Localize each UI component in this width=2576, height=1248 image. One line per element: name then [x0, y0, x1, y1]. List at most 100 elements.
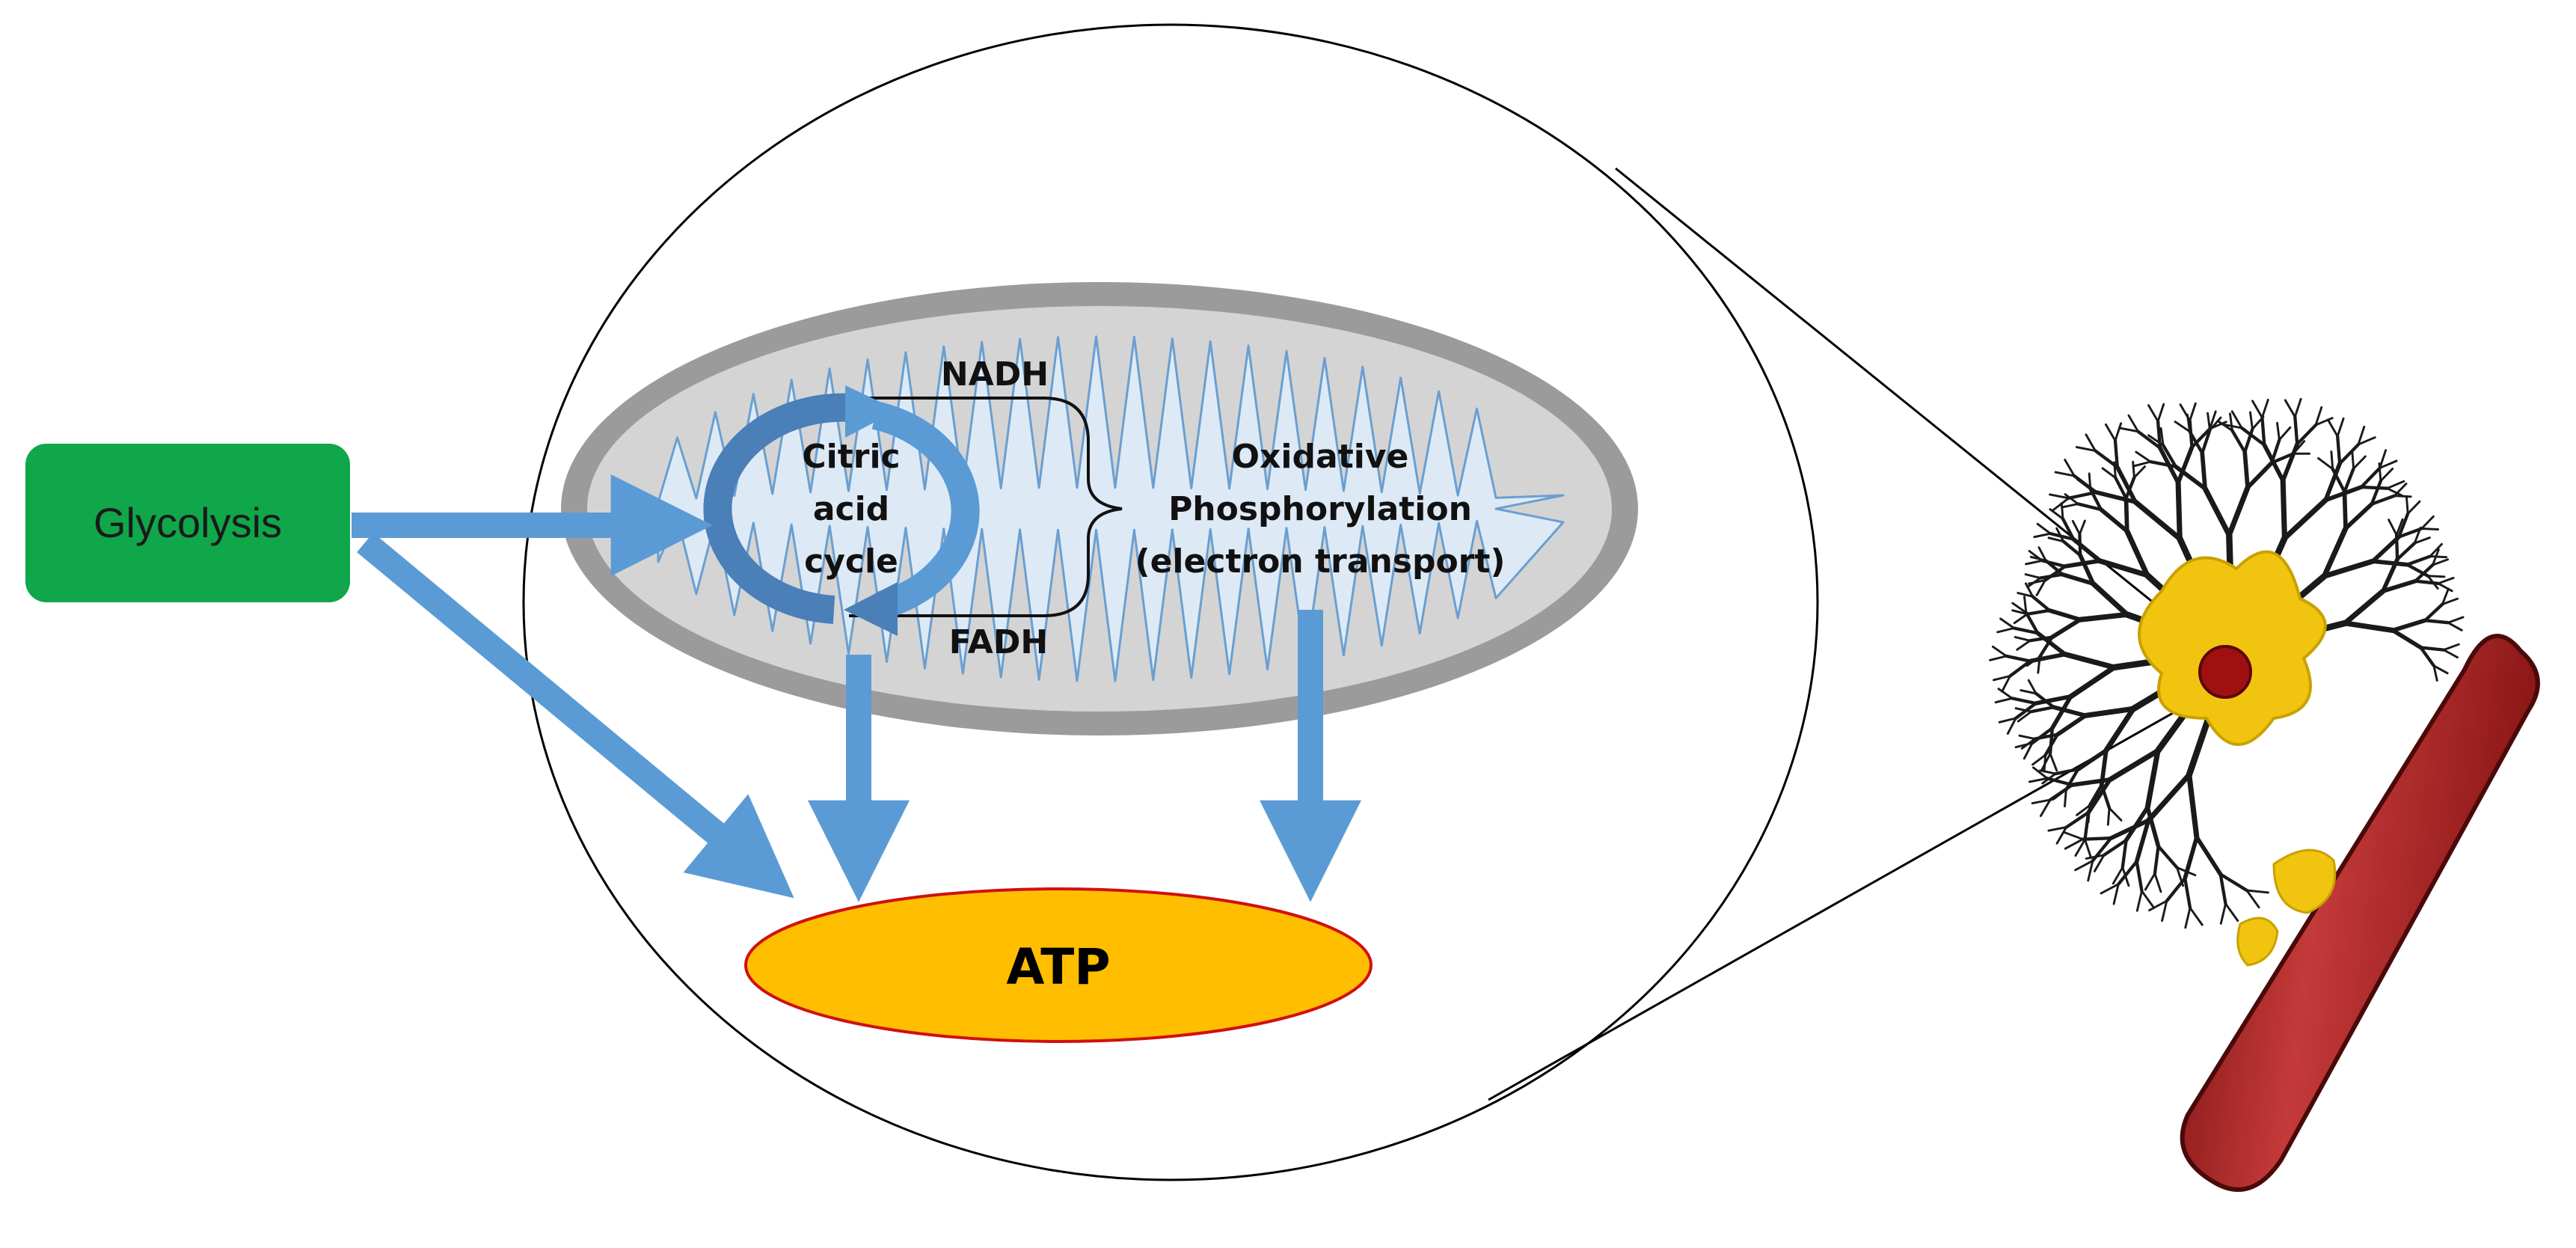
- astrocyte-process-segment: [2276, 421, 2281, 441]
- astrocyte-process-segment: [2161, 899, 2168, 923]
- astrocyte-process-segment: [2043, 559, 2064, 576]
- astrocyte-process-segment: [2145, 805, 2161, 848]
- astrocyte-vessel-illustration: [1989, 397, 2540, 1192]
- astrocyte-process-segment: [2040, 752, 2052, 771]
- astrocyte-process-segment: [2033, 694, 2073, 706]
- astrocyte-process-segment: [2437, 582, 2453, 593]
- astrocyte-process-segment: [2357, 425, 2366, 446]
- astrocyte-process-segment: [2094, 449, 2119, 469]
- astrocyte-process-segment: [2249, 411, 2254, 430]
- astrocyte-process-segment: [2055, 527, 2065, 543]
- astrocyte-nucleus: [2198, 645, 2252, 699]
- astrocyte-process-segment: [2014, 701, 2037, 721]
- astrocyte-process-segment: [2100, 883, 2120, 895]
- fadh-label: FADH: [949, 623, 1048, 661]
- astrocyte-process-segment: [2036, 522, 2052, 535]
- astrocyte-process-segment: [2359, 466, 2382, 489]
- astrocyte-process-segment: [2109, 818, 2151, 841]
- astrocyte-process-segment: [2314, 417, 2334, 426]
- astrocyte-process-segment: [2055, 826, 2068, 845]
- astrocyte-process-segment: [2014, 741, 2034, 749]
- astrocyte-process-segment: [2414, 563, 2435, 583]
- astrocyte-process-segment: [2281, 497, 2328, 541]
- astrocyte-process-segment: [2028, 635, 2054, 643]
- astrocyte-process-segment: [2048, 727, 2054, 756]
- astrocyte-process-segment: [2280, 477, 2287, 541]
- astrocyte-process-segment: [1999, 617, 2016, 629]
- astrocyte-process-segment: [2102, 838, 2128, 857]
- astrocyte-process-segment: [2429, 542, 2443, 558]
- astrocyte-process-segment: [2370, 559, 2410, 567]
- astrocyte-process-segment: [2145, 772, 2192, 824]
- astrocyte-process-segment: [2202, 486, 2232, 538]
- astrocyte-process-segment: [2251, 400, 2263, 419]
- astrocyte-process-segment: [2025, 559, 2043, 566]
- astrocyte-process-segment: [2226, 485, 2251, 538]
- astrocyte-process-segment: [2081, 836, 2113, 841]
- astrocyte-process-segment: [2336, 434, 2342, 465]
- astrocyte-process-segment: [2071, 519, 2081, 536]
- astrocyte-process-segment: [2127, 414, 2140, 433]
- astrocyte-process-segment: [2132, 499, 2183, 542]
- astrocyte-process-segment: [2176, 444, 2195, 486]
- astrocyte-process-segment: [2395, 541, 2417, 561]
- astrocyte-process-segment: [2189, 402, 2197, 422]
- astrocyte-process-segment: [2005, 654, 2032, 663]
- astrocyte-process-segment: [2419, 646, 2436, 667]
- astrocyte-process-segment: [2135, 860, 2144, 893]
- astrocyte-process-segment: [2029, 555, 2047, 562]
- astrocyte-process-segment: [2432, 664, 2449, 675]
- astrocyte-process-segment: [2141, 890, 2156, 909]
- astrocyte-process-segment: [2114, 422, 2123, 442]
- astrocyte-process-segment: [2378, 462, 2382, 483]
- astrocyte-process-segment: [2391, 628, 2423, 650]
- astrocyte-process-segment: [2076, 502, 2103, 512]
- astrocyte-process-segment: [2370, 534, 2402, 563]
- astrocyte-process-segment: [2293, 415, 2299, 446]
- astrocyte-process-segment: [2049, 752, 2058, 772]
- flow-arrows: [352, 474, 1361, 902]
- astrocyte-process-segment: [2049, 694, 2073, 731]
- astrocyte-process-segment: [2148, 899, 2168, 912]
- astrocyte-process-segment: [2093, 854, 2106, 872]
- astrocyte-process-segment: [2201, 428, 2212, 455]
- astrocyte-process-segment: [2038, 635, 2054, 658]
- astrocyte-process-segment: [2186, 413, 2191, 433]
- astrocyte-process-segment: [2351, 450, 2355, 470]
- astrocyte-process-segment: [2337, 442, 2361, 465]
- astrocyte-process-segment: [2278, 426, 2292, 441]
- astrocyte-process-segment: [2219, 902, 2227, 925]
- astrocyte-process-segment: [2061, 539, 2082, 557]
- astrocyte-process-segment: [2431, 548, 2440, 566]
- astrocyte-process-segment: [2189, 906, 2204, 926]
- astrocyte-process-segment: [2074, 859, 2094, 872]
- astrocyte-process-segment: [2135, 450, 2152, 463]
- astrocyte-process-segment: [2051, 705, 2088, 718]
- astrocyte-process-segment: [2114, 476, 2128, 501]
- astrocyte-process-segment: [2025, 655, 2041, 667]
- astrocyte-process-segment: [2132, 460, 2135, 479]
- astrocyte-process-segment: [2117, 426, 2140, 433]
- astrocyte-process-segment: [2148, 459, 2177, 468]
- astrocyte-process-segment: [2017, 710, 2033, 723]
- astrocyte-process-segment: [2073, 474, 2098, 495]
- astrocyte-process-segment: [2086, 777, 2112, 815]
- astrocyte-process-segment: [2054, 471, 2076, 477]
- astrocyte-process-segment: [2078, 553, 2096, 586]
- astrocyte-process-segment: [2101, 467, 2117, 480]
- astrocyte-process-segment: [1989, 655, 2008, 661]
- astrocyte-process-segment: [2239, 426, 2266, 447]
- astrocyte-process-segment: [2064, 459, 2076, 477]
- astrocyte-process-segment: [2011, 609, 2028, 616]
- astrocyte-process-segment: [2442, 643, 2460, 652]
- astrocyte-process-segment: [2024, 582, 2034, 598]
- cycle-arrowhead-bottom: [844, 582, 898, 636]
- astrocyte-process-segment: [2085, 433, 2097, 452]
- cycle-arrow-left: [703, 393, 854, 624]
- astrocyte-process-segment: [2393, 483, 2408, 498]
- astrocyte-process-segment: [2243, 427, 2254, 454]
- astrocyte-process-segment: [2394, 533, 2399, 561]
- astrocyte-process-segment: [2260, 415, 2266, 447]
- astrocyte-process-segment: [2229, 412, 2233, 432]
